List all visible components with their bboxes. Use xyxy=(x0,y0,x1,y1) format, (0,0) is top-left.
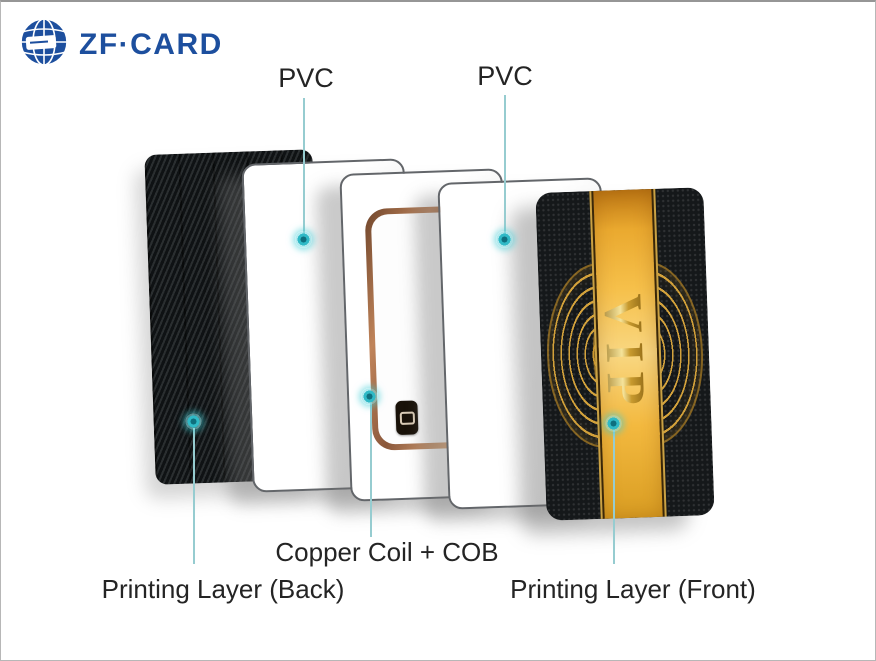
callout-dot-icon xyxy=(496,231,513,248)
callout-dot-icon xyxy=(361,388,378,405)
callout-line-copper-cob xyxy=(370,403,372,537)
callout-line-pvc-left xyxy=(303,98,305,234)
label-printing-layer-front: Printing Layer (Front) xyxy=(510,574,756,604)
cob-chip xyxy=(395,400,419,436)
callout-dot-icon xyxy=(185,413,202,430)
brand-logo: ZF·CARD xyxy=(19,17,223,72)
globe-icon xyxy=(19,17,69,72)
callout-dot-icon xyxy=(605,415,622,432)
label-copper-coil-cob: Copper Coil + COB xyxy=(275,537,499,567)
cob-chip-contact xyxy=(399,411,416,425)
label-pvc-right: PVC xyxy=(477,61,533,91)
callout-line-printing-front xyxy=(613,430,615,564)
callout-line-pvc-right xyxy=(504,95,506,234)
callout-line-printing-back xyxy=(193,428,195,564)
callout-dot-icon xyxy=(295,231,312,248)
vip-label: VIP xyxy=(592,292,658,416)
card-layer-printing-front: VIP xyxy=(535,187,715,521)
label-printing-layer-back: Printing Layer (Back) xyxy=(101,574,345,604)
brand-name: ZF·CARD xyxy=(79,27,223,61)
label-pvc-left: PVC xyxy=(278,63,334,93)
